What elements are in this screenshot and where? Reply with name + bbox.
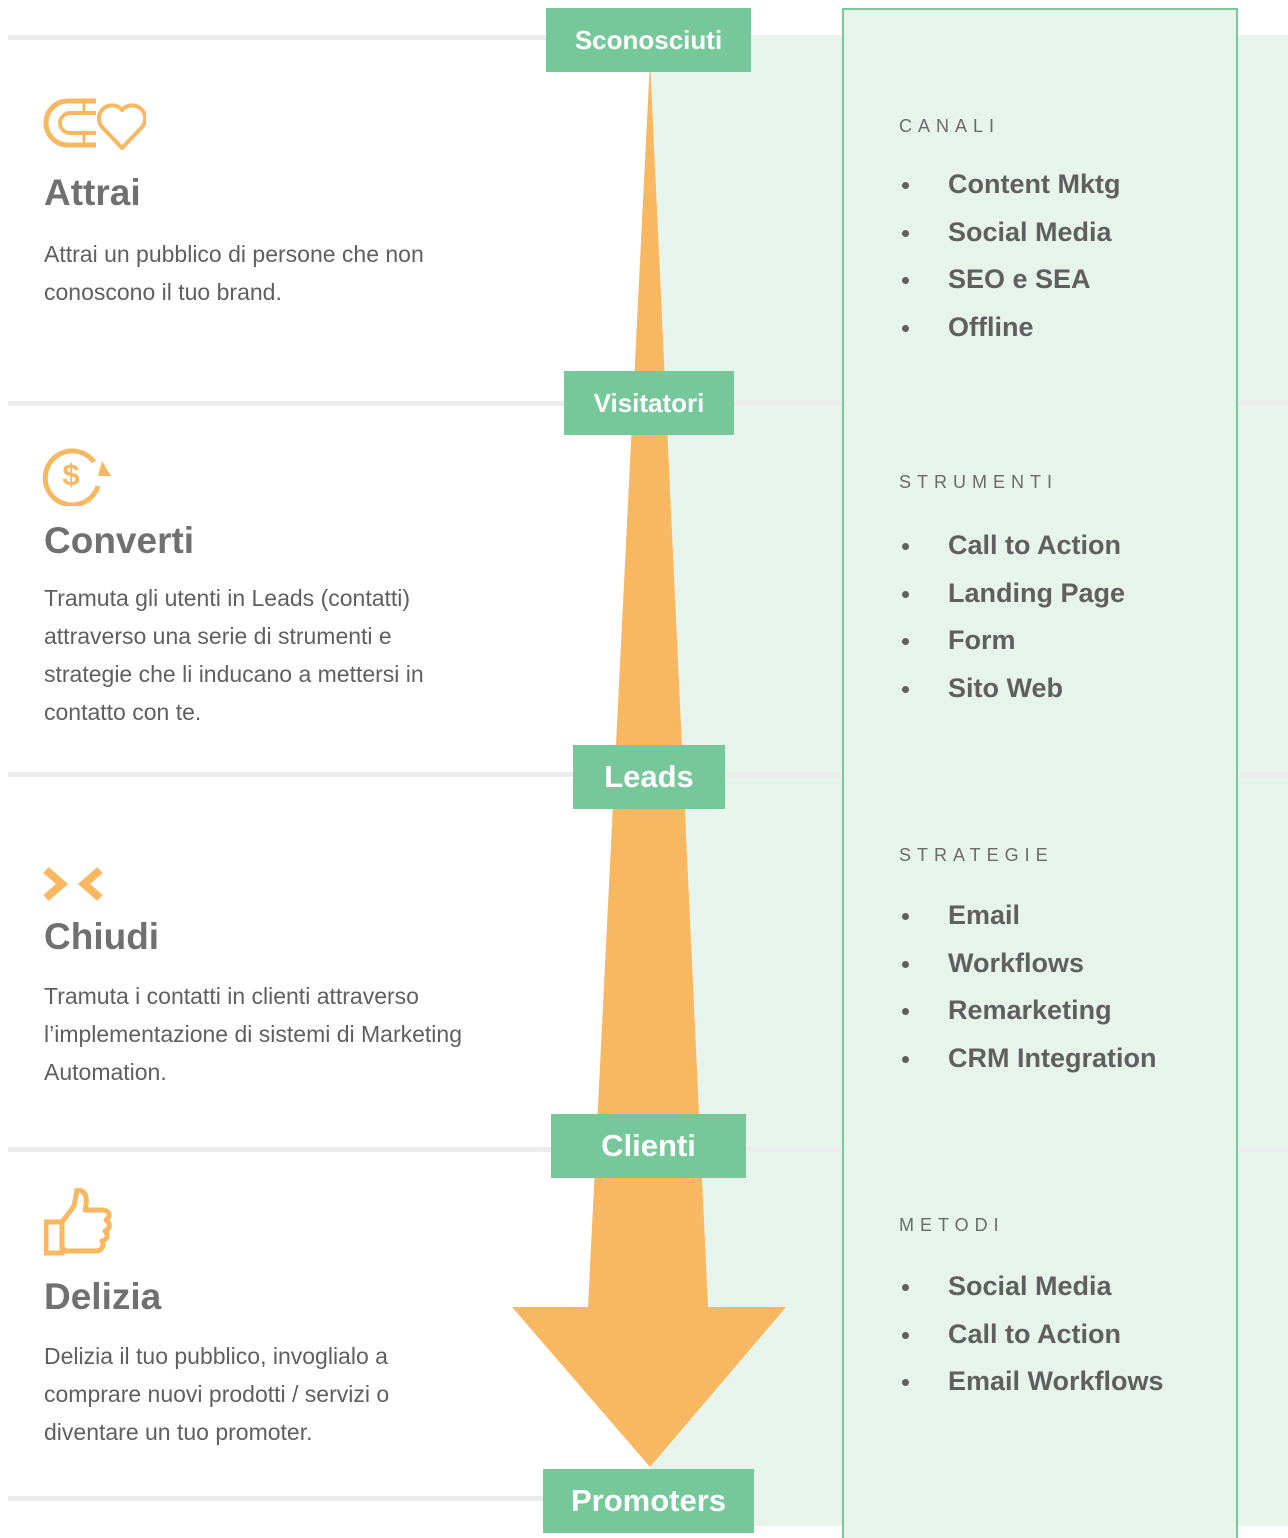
list-item: Form bbox=[899, 617, 1125, 665]
phase-title-chiudi: Chiudi bbox=[44, 916, 160, 957]
list-item: Offline bbox=[899, 304, 1120, 352]
list-item: Sito Web bbox=[899, 665, 1125, 713]
phase-title-delizia: Delizia bbox=[44, 1276, 162, 1317]
divider-line bbox=[8, 1496, 548, 1501]
divider-line bbox=[8, 35, 548, 40]
list-item: Email Workflows bbox=[899, 1358, 1164, 1406]
list-item: Social Media bbox=[899, 209, 1120, 257]
phase-title-converti: Converti bbox=[44, 520, 195, 561]
list-item: Email bbox=[899, 892, 1157, 940]
list-item: Landing Page bbox=[899, 570, 1125, 618]
stage-promoters: Promoters bbox=[543, 1469, 754, 1533]
list-item: CRM Integration bbox=[899, 1035, 1157, 1083]
category-list-strategie: Email Workflows Remarketing CRM Integrat… bbox=[899, 892, 1157, 1082]
dollar-cycle-icon: $ bbox=[42, 448, 111, 506]
categories-panel bbox=[842, 8, 1238, 1538]
list-item: Social Media bbox=[899, 1263, 1164, 1311]
list-item: Remarketing bbox=[899, 987, 1157, 1035]
phase-title-attrai: Attrai bbox=[44, 172, 141, 213]
list-item: Call to Action bbox=[899, 522, 1125, 570]
phase-description-delizia: Delizia il tuo pubblico, invoglialo a co… bbox=[44, 1343, 390, 1445]
thumbs-up-icon bbox=[44, 1188, 112, 1256]
category-title-metodi: METODI bbox=[899, 1215, 1005, 1235]
close-arrows-icon bbox=[43, 866, 103, 902]
category-list-metodi: Social Media Call to Action Email Workfl… bbox=[899, 1263, 1164, 1406]
svg-text:$: $ bbox=[62, 457, 79, 492]
category-list-canali: Content Mktg Social Media SEO e SEA Offl… bbox=[899, 161, 1120, 351]
category-list-strumenti: Call to Action Landing Page Form Sito We… bbox=[899, 522, 1125, 712]
category-title-strumenti: STRUMENTI bbox=[899, 472, 1058, 492]
magnet-heart-icon bbox=[43, 98, 146, 150]
stage-clienti: Clienti bbox=[551, 1114, 746, 1178]
stage-sconosciuti: Sconosciuti bbox=[546, 8, 751, 72]
stage-leads: Leads bbox=[573, 745, 725, 809]
list-item: Content Mktg bbox=[899, 161, 1120, 209]
list-item: SEO e SEA bbox=[899, 256, 1120, 304]
phase-description-attrai: Attrai un pubblico di persone che non co… bbox=[44, 241, 424, 305]
phase-description-converti: Tramuta gli utenti in Leads (contatti) a… bbox=[44, 585, 424, 725]
category-title-strategie: STRATEGIE bbox=[899, 845, 1054, 865]
stage-visitatori: Visitatori bbox=[564, 371, 734, 435]
list-item: Call to Action bbox=[899, 1311, 1164, 1359]
category-title-canali: CANALI bbox=[899, 116, 1001, 136]
phase-description-chiudi: Tramuta i contatti in clienti attraverso… bbox=[44, 983, 462, 1085]
list-item: Workflows bbox=[899, 940, 1157, 988]
